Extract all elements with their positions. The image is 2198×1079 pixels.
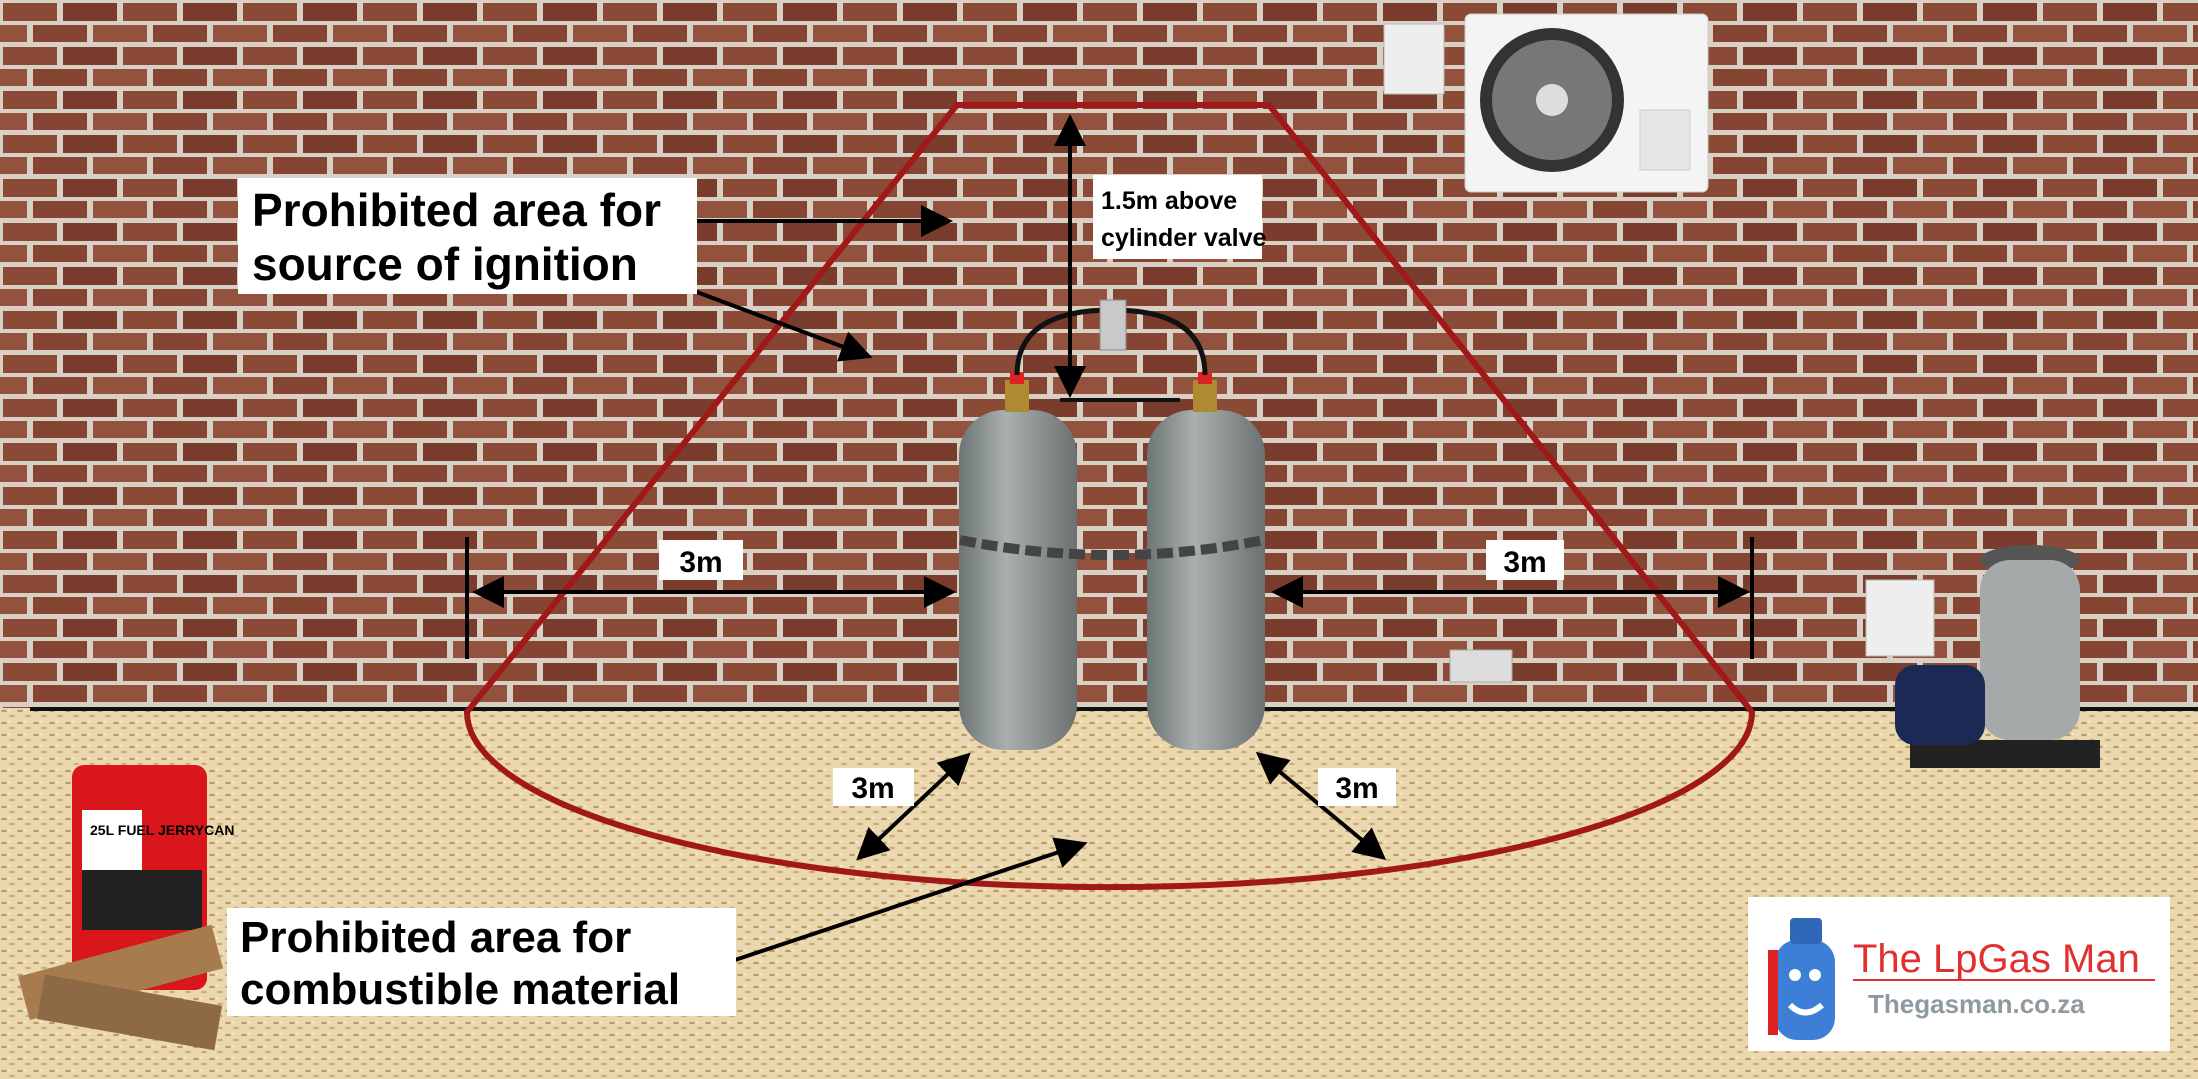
- fuel-jerrycan: 25L FUEL JERRYCAN: [72, 765, 234, 990]
- safety-chain: [959, 535, 1265, 560]
- air-conditioner-unit: [1464, 13, 1709, 193]
- gas-cylinder-left: [959, 372, 1077, 750]
- wall-socket-icon: [1383, 23, 1445, 95]
- svg-text:3m: 3m: [851, 772, 894, 805]
- combustible-zone-label: Prohibited area for combustible material: [227, 908, 736, 1016]
- svg-text:Prohibited area for: Prohibited area for: [240, 913, 631, 962]
- distance-label-right: 3m: [1486, 540, 1564, 580]
- air-vent: [1449, 649, 1513, 683]
- svg-text:3m: 3m: [1335, 772, 1378, 805]
- svg-text:cylinder valve: cylinder valve: [1101, 224, 1266, 252]
- prohibited-zone-outline: [463, 102, 1756, 891]
- regulator: [1099, 299, 1127, 351]
- mascot-cylinder-icon: [1768, 918, 1835, 1040]
- svg-text:combustible material: combustible material: [240, 965, 680, 1014]
- height-label: 1.5m above cylinder valve: [1093, 175, 1266, 259]
- wall-socket-icon: [1865, 579, 1935, 657]
- svg-text:3m: 3m: [1503, 546, 1546, 579]
- svg-text:1.5m above: 1.5m above: [1101, 187, 1237, 215]
- logo-url: Thegasman.co.za: [1868, 989, 2085, 1019]
- ignition-zone-label: Prohibited area for source of ignition: [238, 178, 697, 294]
- svg-text:3m: 3m: [679, 546, 722, 579]
- gas-cylinder-right: [1147, 372, 1265, 750]
- firewood: [18, 924, 224, 1051]
- distance-label-bottom-left: 3m: [833, 768, 914, 806]
- lpgas-man-logo: The LpGas Man Thegasman.co.za: [1748, 897, 2170, 1051]
- distance-label-left: 3m: [659, 540, 743, 580]
- jerrycan-label: 25L FUEL JERRYCAN: [90, 822, 234, 838]
- brick-wall: [0, 0, 2198, 710]
- svg-text:source of ignition: source of ignition: [252, 238, 638, 290]
- svg-text:Prohibited area for: Prohibited area for: [252, 184, 661, 236]
- logo-title: The LpGas Man: [1853, 937, 2140, 981]
- distance-label-bottom-right: 3m: [1318, 768, 1396, 806]
- pool-pump: [1895, 545, 2100, 768]
